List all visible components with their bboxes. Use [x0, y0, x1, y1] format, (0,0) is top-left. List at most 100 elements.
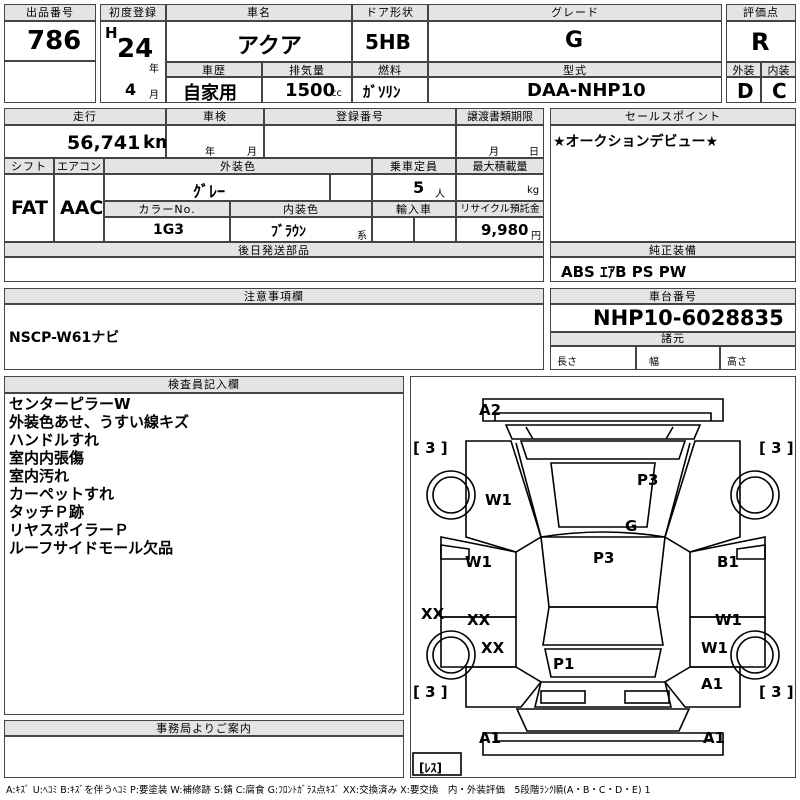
- damage-mark: B1: [717, 553, 739, 571]
- legend: A:ｷｽﾞ U:ﾍｺﾐ B:ｷｽﾞを伴うﾍｺﾐ P:要塗装 W:補修跡 S:錆 …: [6, 785, 651, 796]
- transfer-label: 譲渡書類期限: [456, 108, 544, 125]
- dim-length: 長さ: [557, 357, 577, 368]
- caution-label: 注意事項欄: [4, 288, 544, 304]
- damage-mark: A2: [479, 401, 502, 419]
- history: 自家用: [183, 83, 237, 104]
- damage-mark: A1: [479, 729, 502, 747]
- chassis-label: 車台番号: [550, 288, 796, 304]
- recycle-fee: 9,980: [481, 221, 529, 239]
- inspector-note: タッチＰ跡: [9, 503, 85, 521]
- interior-label: 内装: [761, 62, 796, 77]
- inspector-note: 室内内張傷: [9, 449, 85, 467]
- inspector-note: ハンドルすれ: [9, 431, 100, 449]
- damage-mark: W1: [701, 639, 728, 657]
- damage-mark: XX: [467, 611, 491, 629]
- transfer-day: 日: [529, 147, 539, 158]
- damage-mark: XX: [481, 639, 505, 657]
- era: H: [105, 24, 118, 42]
- inspector-note: センターピラーW: [9, 395, 131, 413]
- tire-front-left-tread: [ 3 ]: [413, 439, 448, 457]
- body-color: ｸﾞﾚｰ: [193, 182, 226, 201]
- inspector-note: 外装色あせ、うすい線キズ: [9, 413, 190, 431]
- inspector-notes: センターピラーW 外装色あせ、うすい線キズ ハンドルすれ 室内内張傷 室内汚れ …: [4, 393, 404, 715]
- load-unit: kg: [527, 185, 540, 196]
- month-unit: 月: [149, 90, 159, 101]
- damage-mark: P1: [553, 655, 575, 673]
- load-label: 最大積載量: [456, 158, 544, 174]
- later-parts-label: 後日発送部品: [4, 242, 544, 257]
- inspection-month: 月: [247, 147, 257, 158]
- car-name: アクア: [237, 34, 302, 59]
- dims-label: 諸元: [550, 332, 796, 346]
- sales-point-label: セールスポイント: [550, 108, 796, 125]
- int-color-label: 内装色: [230, 201, 372, 217]
- reg-no-label: 登録番号: [264, 108, 456, 125]
- int-color: ﾌﾞﾗｳﾝ: [271, 224, 306, 240]
- reg-month: 4: [125, 80, 137, 99]
- damage-mark: P3: [593, 549, 615, 567]
- interior-score: C: [772, 79, 787, 103]
- lot-no-label: 出品番号: [4, 4, 96, 21]
- damage-mark: W1: [465, 553, 492, 571]
- inspector-note: ルーフサイドモール欠品: [9, 539, 174, 557]
- model-label: 型式: [428, 62, 722, 77]
- score-label: 評価点: [726, 4, 796, 21]
- exterior-score: D: [737, 79, 754, 103]
- model: DAA-NHP10: [527, 80, 646, 101]
- capacity-unit: 人: [435, 189, 445, 200]
- fuel: ｶﾞｿﾘﾝ: [363, 83, 401, 101]
- inspection-label: 車検: [166, 108, 264, 125]
- tire-front-right-tread: [ 3 ]: [759, 439, 794, 457]
- equipment-label: 純正装備: [550, 242, 796, 257]
- spare-tire-status: [ﾚｽ]: [419, 761, 442, 775]
- import-label: 輸入車: [372, 201, 456, 217]
- sales-point-text: ★オークションデビュー★: [553, 134, 719, 150]
- equipment: ABS ｴｱB PS PW: [561, 263, 687, 281]
- color-label: 外装色: [104, 158, 372, 174]
- mileage: 56,741: [67, 132, 141, 154]
- grade: G: [565, 28, 584, 53]
- ac-label: エアコン: [54, 158, 104, 174]
- score: R: [751, 28, 770, 56]
- inspector-label: 検査員記入欄: [4, 376, 404, 393]
- damage-mark: W1: [715, 611, 742, 629]
- tire-rear-right-tread: [ 3 ]: [759, 683, 794, 701]
- tire-rear-left-tread: [ 3 ]: [413, 683, 448, 701]
- shift-label: シフト: [4, 158, 54, 174]
- chassis-number: NHP10-6028835: [593, 306, 784, 330]
- inspector-note: 室内汚れ: [9, 467, 70, 485]
- int-color-unit: 系: [357, 231, 367, 242]
- door: 5HB: [365, 30, 411, 54]
- color-no-label: カラーNo.: [104, 201, 230, 217]
- lot-no-cell: 786: [4, 21, 96, 61]
- damage-mark: A1: [701, 675, 724, 693]
- color-no: 1G3: [153, 222, 184, 238]
- inspector-note: カーペットすれ: [9, 485, 115, 503]
- history-label: 車歴: [166, 62, 262, 77]
- grade-label: グレード: [428, 4, 722, 21]
- car-name-label: 車名: [166, 4, 352, 21]
- first-reg-cell: H 24 年 4 月: [100, 21, 166, 103]
- damage-mark: W1: [485, 491, 512, 509]
- year-unit: 年: [149, 64, 159, 75]
- shift: FAT: [11, 197, 48, 219]
- ac: AAC: [60, 197, 104, 219]
- displacement: 1500: [285, 80, 336, 101]
- capacity-label: 乗車定員: [372, 158, 456, 174]
- door-label: ドア形状: [352, 4, 428, 21]
- office-label: 事務局よりご案内: [4, 720, 404, 736]
- reg-year: 24: [117, 34, 154, 64]
- car-outline: [412, 398, 780, 776]
- dim-height: 高さ: [727, 357, 747, 368]
- damage-mark: XX: [421, 605, 445, 623]
- exterior-label: 外装: [726, 62, 761, 77]
- displacement-label: 排気量: [262, 62, 352, 77]
- dim-width: 幅: [649, 357, 659, 368]
- inspector-note: リヤスポイラーＰ: [9, 521, 130, 539]
- fuel-label: 燃料: [352, 62, 428, 77]
- lot-no: 786: [27, 26, 82, 56]
- displacement-unit: cc: [331, 88, 342, 99]
- damage-mark: P3: [637, 471, 659, 489]
- recycle-unit: 円: [531, 231, 541, 242]
- damage-mark: G: [625, 517, 638, 535]
